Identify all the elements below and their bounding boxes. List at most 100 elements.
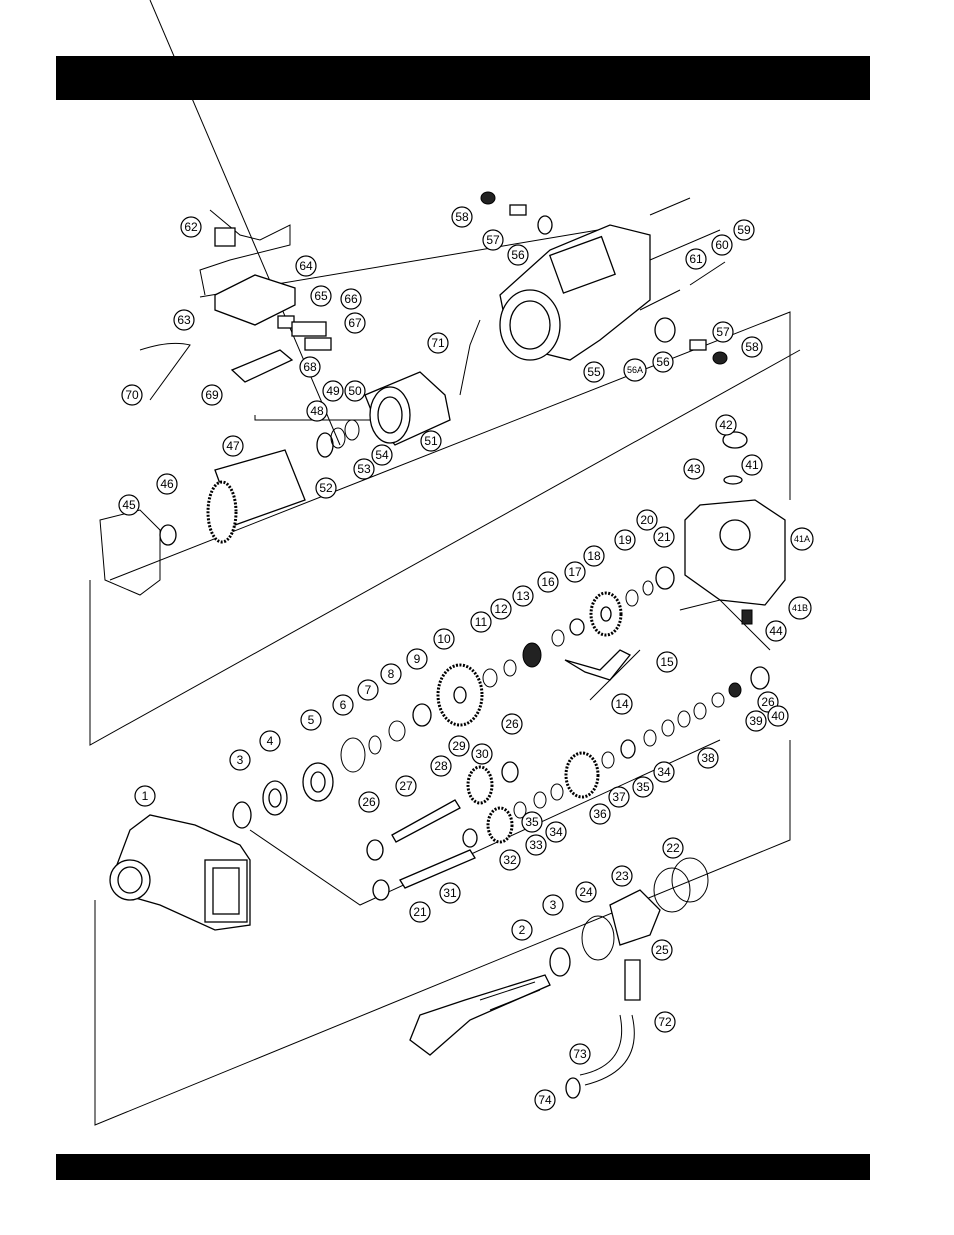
bearings [233,567,674,828]
part-callout: 23 [612,866,632,886]
part-callout: 72 [655,1012,675,1032]
part-callout: 46 [157,474,177,494]
part-callout: 71 [428,333,448,353]
callout-number: 1 [142,789,149,803]
part-callout: 28 [431,756,451,776]
part-callout: 64 [296,256,316,276]
callout-number: 41A [794,534,810,544]
part-callout: 52 [316,478,336,498]
part-callout: 2 [512,920,532,940]
part-callout: 40 [768,706,788,726]
callout-number: 14 [615,697,629,711]
callout-number: 56 [511,248,525,262]
callout-number: 16 [541,575,555,589]
callout-number: 62 [184,220,198,234]
callout-number: 31 [443,886,457,900]
part-callout: 56A [624,359,646,381]
callout-number: 71 [431,336,445,350]
part-callout: 70 [122,385,142,405]
callout-number: 17 [568,565,582,579]
part-callout: 68 [300,357,320,377]
shift-fork [565,650,640,700]
callout-number: 67 [348,316,362,330]
callout-number: 8 [388,667,395,681]
part-callout: 42 [716,415,736,435]
part-callout: 48 [307,401,327,421]
part-callout: 21 [654,527,674,547]
part-callout: 66 [341,289,361,309]
callout-number: 21 [657,530,671,544]
part-callout: 4 [260,731,280,751]
callout-number: 57 [716,325,730,339]
callout-number: 2 [519,923,526,937]
callout-number: 38 [701,751,715,765]
callout-number: 73 [573,1047,587,1061]
callout-number: 63 [177,313,191,327]
part-callout: 34 [546,822,566,842]
callout-number: 74 [538,1093,552,1107]
callout-number: 56A [627,365,643,375]
callout-number: 58 [455,210,469,224]
part-callout: 3 [543,895,563,915]
part-callout: 3 [230,750,250,770]
part-callout: 6 [333,695,353,715]
callout-number: 41B [792,603,808,613]
callout-number: 72 [658,1015,672,1029]
part-callout: 57 [713,322,733,342]
part-callout: 38 [698,748,718,768]
callout-number: 39 [749,714,763,728]
part-callout: 24 [576,882,596,902]
callout-number: 69 [205,388,219,402]
part-callout: 13 [513,586,533,606]
part-callout: 47 [223,436,243,456]
shafts-and-gears [367,667,769,900]
callout-number: 64 [299,259,313,273]
part-callout: 26 [359,792,379,812]
part-callout: 12 [491,599,511,619]
motor-housing [481,192,727,364]
callout-number: 53 [357,462,371,476]
callout-number: 26 [362,795,376,809]
part-callout: 25 [652,940,672,960]
callout-number: 13 [516,589,530,603]
callout-number: 43 [687,462,701,476]
callout-number: 6 [340,698,347,712]
part-callout: 10 [434,629,454,649]
callout-number: 28 [434,759,448,773]
callout-number: 3 [550,898,557,912]
callout-number: 23 [615,869,629,883]
part-callout: 57 [483,230,503,250]
part-callout: 22 [663,838,683,858]
part-callout: 50 [345,381,365,401]
callout-number: 68 [303,360,317,374]
callout-number: 27 [399,779,413,793]
callout-number: 42 [719,418,733,432]
part-callout: 11 [471,612,491,632]
callout-number: 33 [529,838,543,852]
part-callout: 35 [633,777,653,797]
part-callout: 33 [526,835,546,855]
part-callout: 39 [746,711,766,731]
callout-number: 34 [657,765,671,779]
part-callout: 62 [181,217,201,237]
part-callout: 41B [789,597,811,619]
part-callout: 45 [119,495,139,515]
part-callout: 15 [657,652,677,672]
callout-number: 12 [494,602,508,616]
callout-number: 56 [656,355,670,369]
callout-number: 59 [737,223,751,237]
callout-number: 61 [689,252,703,266]
callout-number: 34 [549,825,563,839]
callout-number: 58 [745,340,759,354]
callout-number: 32 [503,853,517,867]
callout-number: 45 [122,498,136,512]
callout-number: 60 [715,238,729,252]
callout-number: 44 [769,624,783,638]
callout-number: 18 [587,549,601,563]
part-callout: 51 [421,431,441,451]
part-callout: 44 [766,621,786,641]
part-callout: 35 [522,812,542,832]
part-callout: 73 [570,1044,590,1064]
part-callout: 58 [452,207,472,227]
part-callout: 74 [535,1090,555,1110]
